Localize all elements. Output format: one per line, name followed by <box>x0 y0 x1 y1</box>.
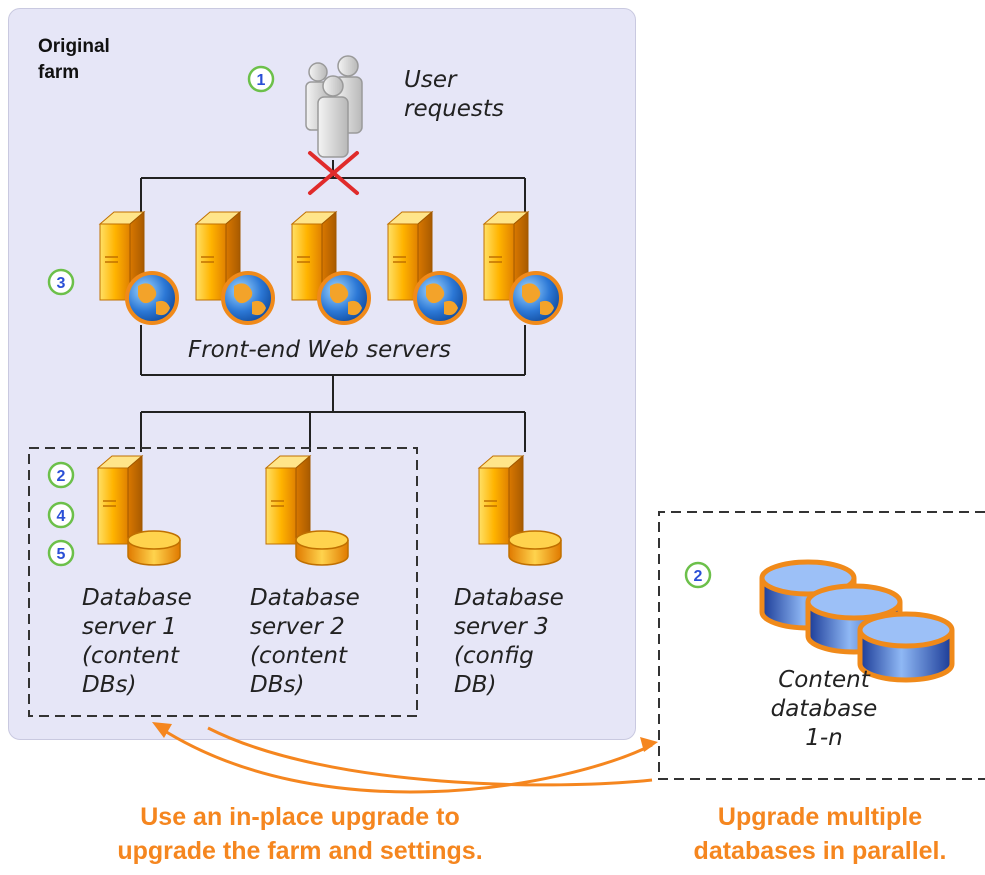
step-2-marker: 2 <box>47 461 75 489</box>
step-4-label: 4 <box>57 508 66 525</box>
db2-line1: Database <box>250 585 360 611</box>
content-db-line1: Content <box>778 667 870 693</box>
step-3-label: 3 <box>57 275 66 292</box>
users-icon <box>305 55 363 158</box>
db1-line3: (content <box>82 643 180 669</box>
db2-line2: server 2 <box>250 614 345 640</box>
database-icon <box>508 530 562 566</box>
db1-line4: DBs) <box>82 672 137 698</box>
web-server-4 <box>386 210 467 325</box>
web-servers <box>98 210 563 325</box>
web-server-5 <box>482 210 563 325</box>
front-end-label: Front-end Web servers <box>188 337 451 363</box>
upgrade-arrows <box>159 726 653 794</box>
db2-line3: (content <box>250 643 348 669</box>
db-server-1 <box>96 454 181 566</box>
content-database-icon <box>759 559 955 683</box>
content-database-label: Content database 1-n <box>744 666 904 753</box>
right-caption-line2: databases in parallel. <box>693 837 947 865</box>
left-caption-line1: Use an in-place upgrade to <box>140 803 460 831</box>
left-caption-line2: upgrade the farm and settings. <box>117 837 483 865</box>
database-icon <box>127 530 181 566</box>
step-1-marker: 1 <box>247 65 275 93</box>
arrowhead-right-icon <box>640 737 658 752</box>
step-2-content-marker: 2 <box>684 561 712 589</box>
database-servers <box>96 454 562 566</box>
db1-line1: Database <box>82 585 192 611</box>
globe-icon <box>317 271 371 325</box>
step-markers: 1 3 2 4 5 2 <box>47 65 712 589</box>
database-group-outline <box>28 447 418 717</box>
step-5-marker: 5 <box>47 539 75 567</box>
globe-icon <box>413 271 467 325</box>
db3-line3: (config <box>454 643 534 669</box>
db1-line2: server 1 <box>82 614 177 640</box>
step-2-label: 2 <box>57 468 66 485</box>
db-server-3-label: Database server 3 (config DB) <box>454 584 564 700</box>
content-database-outline <box>658 511 985 780</box>
globe-icon <box>509 271 563 325</box>
web-server-1 <box>98 210 179 325</box>
connector-lines <box>140 160 526 452</box>
step-3-marker: 3 <box>47 268 75 296</box>
step-5-label: 5 <box>57 546 66 563</box>
content-db-line2: database <box>770 696 878 722</box>
farm-title: Original farm <box>38 34 110 86</box>
db-server-2-label: Database server 2 (content DBs) <box>250 584 360 700</box>
db-server-2 <box>264 454 349 566</box>
user-requests-line1: User <box>404 67 457 93</box>
user-requests-label: User requests <box>404 66 504 124</box>
db3-line4: DB) <box>454 672 497 698</box>
in-place-upgrade-caption: Use an in-place upgrade to upgrade the f… <box>60 800 540 868</box>
user-requests-line2: requests <box>404 96 504 122</box>
db3-line1: Database <box>454 585 564 611</box>
arrowhead-left-icon <box>152 722 172 738</box>
farm-title-line1: Original <box>38 36 110 57</box>
globe-icon <box>125 271 179 325</box>
globe-icon <box>221 271 275 325</box>
db-server-3 <box>477 454 562 566</box>
content-db-line3: 1-n <box>805 725 843 751</box>
web-server-2 <box>194 210 275 325</box>
db3-line2: server 3 <box>454 614 549 640</box>
blocked-cross-icon <box>308 151 359 195</box>
step-4-marker: 4 <box>47 501 75 529</box>
database-icon <box>295 530 349 566</box>
web-server-3 <box>290 210 371 325</box>
step-1-label: 1 <box>257 72 266 89</box>
parallel-upgrade-caption: Upgrade multiple databases in parallel. <box>660 800 980 868</box>
right-caption-line1: Upgrade multiple <box>717 803 923 831</box>
db2-line4: DBs) <box>250 672 305 698</box>
farm-title-line2: farm <box>38 62 80 83</box>
db-server-1-label: Database server 1 (content DBs) <box>82 584 192 700</box>
step-2-content-label: 2 <box>694 568 703 585</box>
